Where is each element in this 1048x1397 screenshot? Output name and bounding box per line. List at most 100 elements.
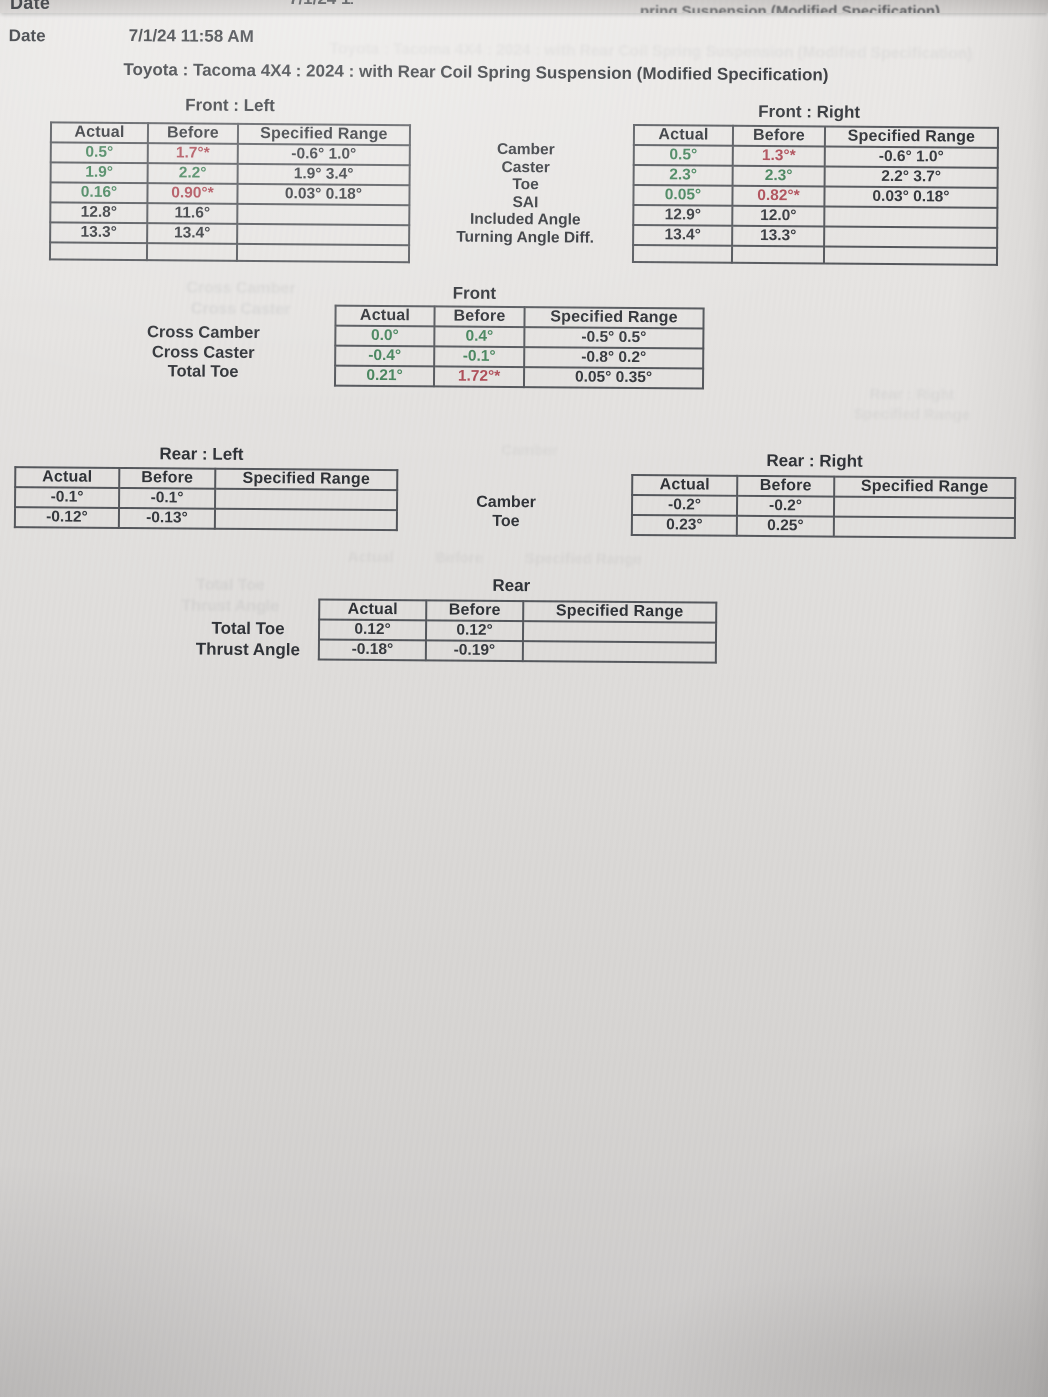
cell-actual: -0.4° (335, 345, 435, 367)
col-header-before: Before (426, 600, 524, 622)
date-label: Date (8, 26, 46, 46)
col-header-before: Before (147, 123, 239, 144)
col-header-range: Specified Range (524, 307, 704, 329)
col-header-actual: Actual (319, 599, 427, 621)
cell-before: 12.0° (732, 205, 825, 227)
axis-label-sai: SAI (512, 193, 539, 211)
cell-actual: 0.05° (633, 184, 733, 206)
table-row: 0.5° 1.3°* -0.6° 1.0° (633, 144, 998, 168)
ghost-front-combined-labels: Cross Camber Cross Caster (185, 279, 296, 319)
cell-range: 0.03° 0.18° (824, 186, 998, 208)
cell-range (237, 203, 410, 226)
table-row (632, 244, 998, 265)
front-axis-labels: Camber Caster Toe SAI Included Angle Tur… (414, 140, 637, 247)
ghost-rear-combined-labels: Total Toe Thrust Angle (181, 576, 280, 616)
sheet-behind-title-fragment: Toyota : Tacoma 4X4 : 2024 : with Rear C… (640, 3, 940, 13)
sheet-behind-date-fragment: Date (10, 0, 51, 13)
cell-range (824, 226, 998, 248)
col-header-actual: Actual (632, 474, 738, 496)
front-right-heading: Front : Right (758, 101, 861, 122)
rear-axis-labels: Camber Toe (396, 492, 616, 532)
col-header-range: Specified Range (824, 126, 999, 148)
table-row: -0.12° -0.13° (14, 507, 398, 531)
cell-actual: -0.1° (15, 487, 120, 508)
cell-actual: -0.18° (318, 639, 426, 661)
cell-before: 2.2° (147, 163, 238, 184)
cell-actual: 2.3° (633, 164, 733, 186)
front-combined-heading: Front (452, 283, 497, 303)
rear-left-heading: Rear : Left (159, 444, 244, 464)
cell-range (522, 621, 717, 643)
cell-before: -0.13° (118, 507, 216, 529)
cell-before: 0.12° (425, 620, 524, 642)
front-combined-row-labels: Cross Camber Cross Caster Total Toe (93, 323, 313, 383)
cell-actual: 0.5° (50, 142, 148, 164)
axis-label-included-angle: Included Angle (469, 210, 581, 229)
table-row: 0.21° 1.72°* 0.05° 0.35° (334, 365, 704, 389)
cell-before: 0.25° (736, 515, 834, 537)
cell-actual: 13.3° (50, 222, 148, 244)
cell-before: 0.4° (434, 326, 525, 348)
axis-label-caster: Caster (501, 158, 550, 176)
cell-before (146, 243, 238, 261)
col-header-before: Before (737, 475, 835, 497)
cell-before: 1.3°* (732, 145, 825, 167)
cell-actual: 0.21° (334, 365, 435, 387)
cell-actual (632, 244, 733, 263)
row-label-total-toe: Total Toe (167, 362, 239, 381)
cell-before: -0.1° (119, 487, 216, 509)
table-header-row: Actual Before Specified Range (633, 124, 999, 148)
table-row: 12.8° 11.6° (50, 202, 410, 226)
col-header-range: Specified Range (834, 476, 1016, 498)
front-combined-table: Actual Before Specified Range 0.0° 0.4° … (334, 305, 705, 390)
cell-range: -0.8° 0.2° (524, 347, 704, 369)
col-header-before: Before (119, 467, 216, 489)
cell-before: 1.72°* (433, 366, 525, 388)
table-row: 0.16° 0.90°* 0.03° 0.18° (50, 182, 410, 206)
cell-before (731, 245, 825, 264)
cell-actual: 0.23° (631, 514, 737, 536)
cell-actual: 0.16° (50, 182, 148, 204)
cell-actual: -0.12° (14, 507, 120, 528)
col-header-range: Specified Range (215, 468, 398, 491)
cell-range: 0.03° 0.18° (237, 183, 410, 206)
axis-label-turning-angle-diff: Turning Angle Diff. (456, 228, 595, 247)
axis-label-toe: Toe (492, 512, 520, 531)
cell-before: -0.2° (736, 495, 835, 517)
axis-label-camber: Camber (496, 140, 555, 159)
cell-actual: 0.12° (318, 619, 427, 641)
front-left-table: Actual Before Specified Range 0.5° 1.7°*… (49, 121, 411, 263)
cell-range (236, 243, 410, 263)
table-row: 13.3° 13.4° (50, 222, 410, 246)
ghost-rear-right-bleed: Rear : Right Specified Range (853, 385, 971, 424)
rear-combined-heading: Rear (492, 575, 531, 596)
cell-before: 0.90°* (147, 183, 238, 204)
cell-actual: 0.5° (633, 144, 733, 166)
col-header-actual: Actual (50, 122, 149, 144)
cell-range: -0.6° 1.0° (824, 146, 998, 168)
col-header-actual: Actual (633, 124, 734, 146)
col-header-before: Before (732, 125, 826, 147)
cell-range: 1.9° 3.4° (237, 163, 410, 186)
cell-range: -0.5° 0.5° (524, 327, 704, 349)
cell-range (833, 496, 1016, 518)
cell-before: 2.3° (732, 165, 825, 187)
date-value: 7/1/24 11:58 AM (128, 26, 254, 46)
rear-right-table: Actual Before Specified Range -0.2° -0.2… (631, 474, 1016, 539)
row-label-cross-camber: Cross Camber (146, 323, 260, 343)
cell-range (824, 206, 998, 228)
cell-range: 0.05° 0.35° (523, 367, 704, 389)
cell-before: 1.7°* (147, 143, 238, 164)
cell-actual: 0.0° (335, 325, 435, 347)
paper-top-edge-highlight (0, 13, 1048, 20)
table-row: 0.05° 0.82°* 0.03° 0.18° (633, 184, 998, 208)
cell-actual: -0.2° (631, 494, 738, 516)
table-row: 12.9° 12.0° (633, 204, 998, 228)
rear-left-table: Actual Before Specified Range -0.1° -0.1… (14, 466, 398, 531)
cell-actual: 13.4° (633, 224, 733, 246)
table-row: -0.18° -0.19° (318, 639, 716, 663)
sheet-behind-datevalue-fragment: 7/1/24 11:58 AM (289, 0, 353, 9)
col-header-actual: Actual (335, 305, 435, 327)
